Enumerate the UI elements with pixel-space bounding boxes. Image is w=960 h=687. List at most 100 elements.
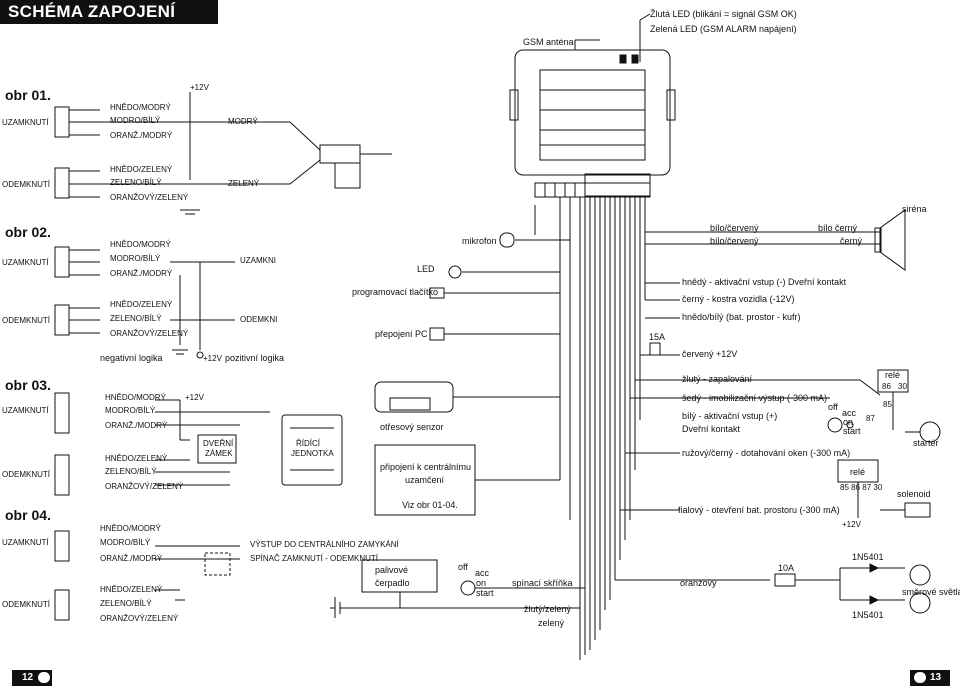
- switch-obr03-unlock: [54, 454, 70, 496]
- obr01-out-lock: MODRÝ: [228, 117, 258, 126]
- page-badge-left: 12: [12, 670, 52, 686]
- violet-label: fialový - otevření bat. prostoru (-300 m…: [678, 505, 840, 515]
- switch-obr02-unlock: [54, 304, 70, 336]
- obr02-negative-logic: negativní logika: [100, 353, 163, 363]
- orange-label: oranžový: [680, 578, 717, 588]
- obr02-wire-unlock-0: HNĚDO/ZELENÝ: [110, 300, 173, 309]
- white-red-label-2: bílo/červený: [710, 236, 759, 246]
- lock-actuator-obr01: [319, 144, 361, 164]
- obr01-wire-lock-2: ORANŽ./MODRÝ: [110, 131, 173, 140]
- obr03-control-unit-0: ŘÍDÍCÍ: [296, 439, 321, 448]
- switch-obr03-lock: [54, 392, 70, 434]
- brown-input-label: hnědý - aktivační vstup (-) Dveřní konta…: [682, 277, 847, 287]
- obr02-plus12: +12V: [203, 354, 223, 363]
- obr02-wire-lock-1: MODRO/BÍLÝ: [110, 254, 161, 263]
- button-label: programovací tlačítko: [352, 287, 438, 297]
- ign-acc: acc: [475, 568, 490, 578]
- door-contact-label: Dveřní kontakt: [682, 424, 741, 434]
- pc-port: [429, 327, 445, 341]
- title-banner: SCHÉMA ZAPOJENÍ GSM: [0, 0, 218, 41]
- ign-on: on: [476, 578, 486, 588]
- relay2-label: relé: [850, 467, 865, 477]
- obr01-wire-unlock-0: HNĚDO/ZELENÝ: [110, 165, 173, 174]
- obr01-wire-lock-1: MODRO/BÍLÝ: [110, 116, 161, 125]
- brown-white-label: hnědo/bílý (bat. prostor - kufr): [682, 312, 801, 322]
- obr03-uzamknuti: UZAMKNUTÍ: [2, 406, 49, 415]
- obr04-odemknuti: ODEMKNUTÍ: [2, 600, 51, 609]
- wire-green-label: zelený: [538, 618, 565, 628]
- obr02-positive-logic: pozitivní logika: [225, 353, 284, 363]
- obr01-wire-unlock-1: ZELENO/BÍLÝ: [110, 178, 162, 187]
- siren-horn: [879, 209, 906, 271]
- white-black-label: bílo černý: [818, 223, 858, 233]
- ign-start: start: [476, 588, 494, 598]
- obr03-wire-lock-0: HNĚDO/MODRÝ: [105, 393, 167, 402]
- fuse15-label: 15A: [649, 332, 665, 342]
- red12-label: červený +12V: [682, 349, 737, 359]
- relay2-pins: 85 86 87 30: [840, 483, 883, 492]
- switch-obr04-unlock: [54, 589, 70, 621]
- obr01-uzamknuti: UZAMKNUTÍ: [2, 118, 49, 127]
- fuel-pump-label-0: palivové: [375, 565, 408, 575]
- obr03-control-unit-1: JEDNOTKA: [291, 449, 334, 458]
- wire-yellow-green-label: žlutý/zelený: [524, 604, 572, 614]
- obr04-uzamknuti: UZAMKNUTÍ: [2, 538, 49, 547]
- obr04-wire-unlock-1: ZELENO/BÍLÝ: [100, 599, 152, 608]
- obr02-wire-lock-0: HNĚDO/MODRÝ: [110, 240, 172, 249]
- white-input-label: bílý - aktivační vstup (+): [682, 411, 777, 421]
- obr02-wire-unlock-2: ORANŽOVÝ/ZELENÝ: [110, 329, 189, 338]
- obr01-wire-unlock-2: ORANŽOVÝ/ZELENÝ: [110, 193, 189, 202]
- gsm-unit-body: [514, 49, 671, 176]
- led-green-label: Zelená LED (GSM ALARM napájení): [650, 24, 797, 34]
- switch-obr01-unlock: [54, 167, 70, 199]
- relay2-plus12: +12V: [842, 520, 862, 529]
- relay1-label: relé: [885, 370, 900, 380]
- obr01-odemknuti: ODEMKNUTÍ: [2, 180, 51, 189]
- central-lock-label-0: připojení k centrálnímu: [380, 462, 471, 472]
- obr03-wire-lock-2: ORANŽ./MODRÝ: [105, 421, 168, 430]
- switch-obr01-lock: [54, 106, 70, 138]
- fuse-15a: [649, 342, 661, 356]
- fuse-10a: [774, 573, 796, 587]
- obr03-wire-unlock-0: HNĚDO/ZELENÝ: [105, 454, 168, 463]
- shock-sensor-label: otřesový senzor: [380, 422, 444, 432]
- diode-label-2: 1N5401: [852, 610, 884, 620]
- switch-obr04-box: [204, 552, 231, 576]
- see-fig-label: Viz obr 01-04.: [402, 500, 458, 510]
- obr02-wire-unlock-1: ZELENO/BÍLÝ: [110, 314, 162, 323]
- obr02-uzamknuti: UZAMKNUTÍ: [2, 258, 49, 267]
- obr01-label: obr 01.: [5, 87, 51, 103]
- door-lock-box: [197, 434, 237, 464]
- obr01-wire-lock-0: HNĚDO/MODRÝ: [110, 103, 172, 112]
- led-indicator: [448, 265, 462, 279]
- obr02-out-lock: UZAMKNI: [240, 256, 276, 265]
- obr04-wire-unlock-2: ORANŽOVÝ/ZELENÝ: [100, 614, 179, 623]
- switch-obr02-lock: [54, 246, 70, 278]
- white-red-label-1: bílo/červený: [710, 223, 759, 233]
- ign2-on: on: [843, 417, 853, 427]
- relay1-pin-87: 87: [866, 414, 875, 423]
- page-badge-right: 13: [910, 670, 950, 686]
- obr02-label: obr 02.: [5, 224, 51, 240]
- obr04-wire-lock-0: HNĚDO/MODRÝ: [100, 524, 162, 533]
- obr03-plus12: +12V: [185, 393, 205, 402]
- relay1-pin-30: 30: [898, 382, 907, 391]
- gsm-antenna-label: GSM anténa: [523, 37, 574, 47]
- obr01-plus12: +12V: [190, 83, 210, 92]
- switch-obr04-lock: [54, 530, 70, 562]
- obr04-switch-lock: SPÍNAČ ZAMKNUTÍ - ODEMKNUTÍ: [250, 554, 379, 563]
- obr04-wire-unlock-0: HNĚDO/ZELENÝ: [100, 585, 163, 594]
- ignition-switch-lower: [460, 580, 476, 596]
- black-label: černý: [840, 236, 863, 246]
- pc-label: přepojení PC: [375, 329, 428, 339]
- obr03-wire-unlock-2: ORANŽOVÝ/ZELENÝ: [105, 482, 184, 491]
- led-label: LED: [417, 264, 435, 274]
- relay1-pin-85: 85: [883, 400, 892, 409]
- page-title: SCHÉMA ZAPOJENÍ GSM: [8, 2, 176, 41]
- grey-immob-label: šedý - imobilizační výstup (-300 mA): [682, 393, 827, 403]
- black-ground-label: černý - kostra vozidla (-12V): [682, 294, 795, 304]
- page-number-right: 13: [930, 672, 942, 683]
- pink-black-label: ružový/černý - dotahování oken (-300 mA): [682, 448, 850, 458]
- fuse10-label: 10A: [778, 563, 794, 573]
